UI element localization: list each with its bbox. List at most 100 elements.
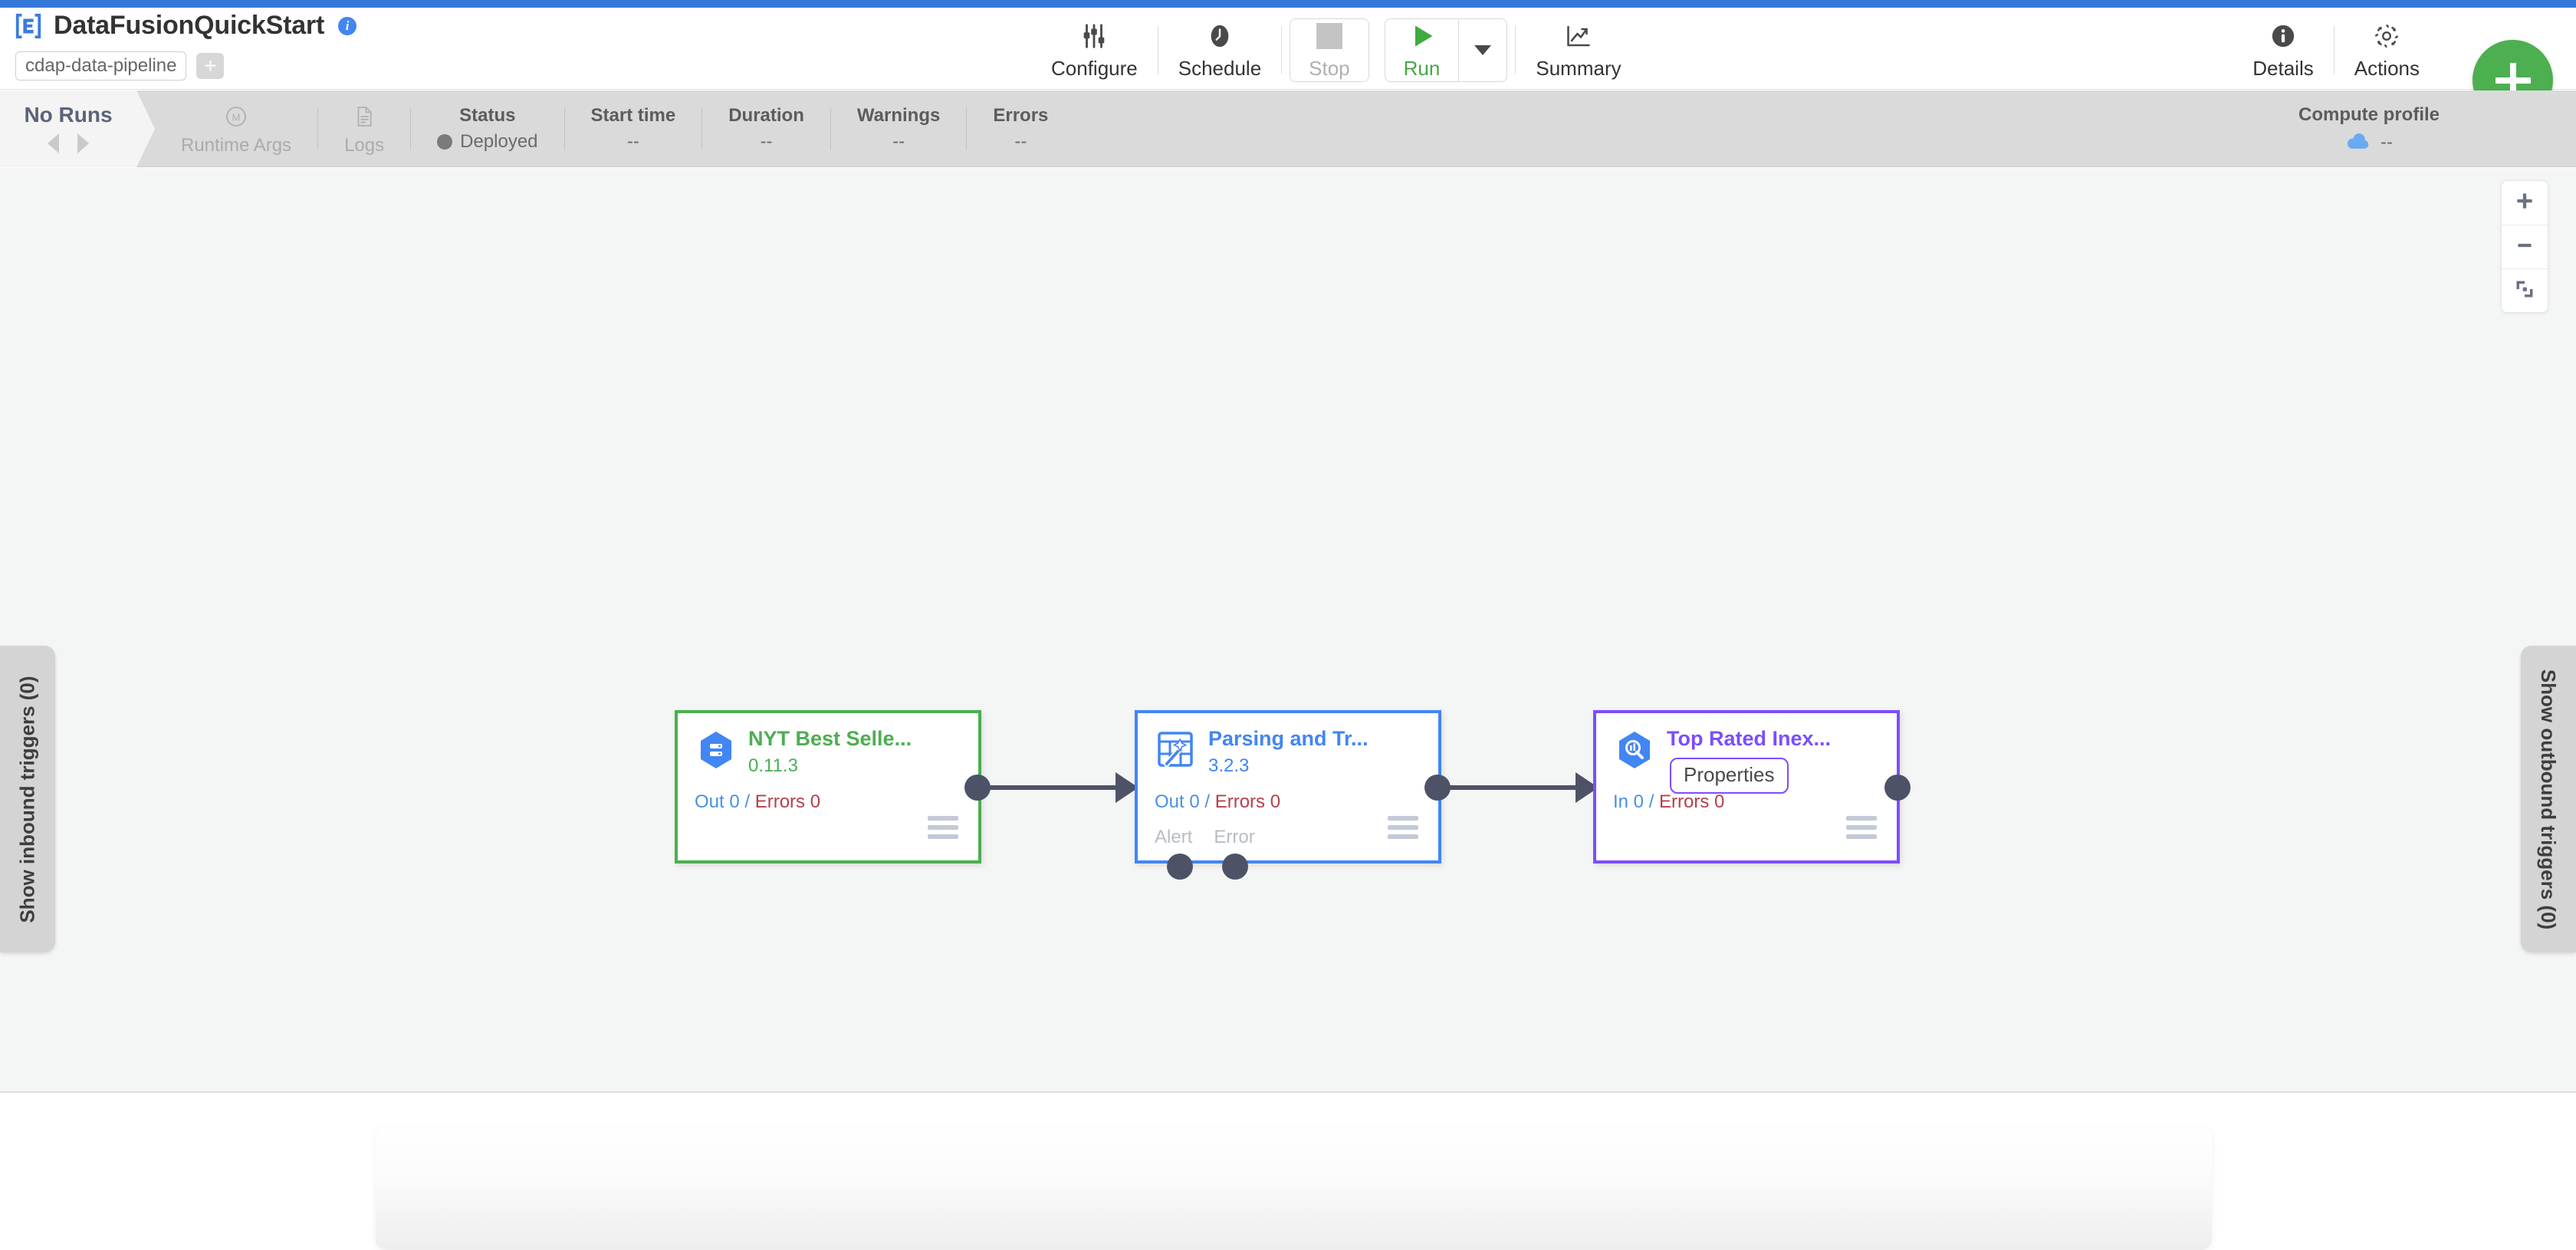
schedule-button[interactable]: Schedule — [1158, 14, 1281, 87]
pipeline-node-source[interactable]: NYT Best Selle... 0.11.3 Out 0 / Errors … — [675, 710, 981, 863]
summary-button[interactable]: Summary — [1516, 14, 1641, 87]
node-in-count: In 0 — [1613, 791, 1644, 812]
configure-label: Configure — [1051, 57, 1138, 80]
artifact-type-chip[interactable]: cdap-data-pipeline — [15, 51, 187, 81]
node-header: NYT Best Selle... 0.11.3 — [678, 713, 978, 777]
details-label: Details — [2252, 57, 2314, 80]
logs-icon — [353, 102, 376, 131]
pipeline-node-sink[interactable]: Top Rated Inex... Properties In 0 / Erro… — [1593, 710, 1900, 863]
hamburger-icon-line — [1388, 816, 1418, 821]
run-button[interactable]: Run — [1385, 19, 1459, 81]
chart-line-icon — [1565, 20, 1592, 52]
stop-label: Stop — [1309, 57, 1350, 80]
status-dot-icon — [437, 134, 453, 150]
logs-label: Logs — [344, 134, 385, 156]
sink-output-port[interactable] — [1884, 775, 1911, 801]
connector-transform-sink — [1445, 785, 1587, 790]
gear-icon — [2373, 20, 2400, 52]
top-accent-bar — [0, 0, 2576, 8]
add-tag-button[interactable]: + — [196, 53, 225, 80]
primary-toolbar: Configure Schedule Stop — [1031, 14, 1641, 87]
run-options-button[interactable] — [1458, 19, 1506, 81]
errors-header: Errors — [993, 105, 1049, 126]
zoom-in-button[interactable] — [2502, 181, 2548, 225]
node-title: NYT Best Selle... — [748, 727, 912, 750]
hamburger-icon-line — [928, 816, 958, 821]
bigquery-sink-icon — [1613, 729, 1656, 771]
node-error-count: Errors 0 — [1659, 791, 1725, 812]
warnings-value: -- — [892, 131, 905, 152]
node-version: 3.2.3 — [1208, 755, 1250, 777]
pipeline-node-transform[interactable]: Parsing and Tr... 3.2.3 Out 0 / Errors 0… — [1135, 710, 1441, 863]
run-label: Run — [1403, 57, 1441, 80]
node-metrics: In 0 / Errors 0 — [1613, 791, 1724, 813]
page-title: DataFusionQuickStart — [54, 11, 325, 40]
details-button[interactable]: Details — [2233, 14, 2333, 87]
node-metrics: Out 0 / Errors 0 — [695, 791, 820, 813]
svg-text:M: M — [232, 111, 240, 123]
transform-output-port[interactable] — [1424, 775, 1451, 801]
info-circle-icon — [2270, 20, 2296, 52]
runtime-args-button[interactable]: M Runtime Args — [155, 90, 317, 167]
node-metric-separator: / — [1644, 791, 1660, 812]
caret-left-icon[interactable] — [48, 133, 59, 153]
node-out-count: Out 0 — [695, 791, 740, 812]
runtime-args-label: Runtime Args — [181, 134, 292, 156]
node-properties-button[interactable]: Properties — [1670, 758, 1789, 794]
errors-stat: Errors -- — [967, 90, 1074, 167]
transform-alert-port[interactable] — [1167, 854, 1193, 880]
node-version: 0.11.3 — [748, 755, 798, 777]
app-header: DataFusionQuickStart i cdap-data-pipelin… — [0, 8, 2576, 120]
wrangler-transform-icon — [1155, 729, 1198, 771]
node-header: Parsing and Tr... 3.2.3 — [1138, 713, 1438, 777]
secondary-toolbar: Details Actions — [2233, 14, 2440, 87]
configure-button[interactable]: Configure — [1031, 14, 1158, 87]
duration-stat: Duration -- — [702, 90, 830, 167]
runbar-divider — [317, 107, 319, 150]
connector-source-transform — [985, 785, 1127, 790]
cloud-icon — [2345, 132, 2371, 154]
node-title: Parsing and Tr... — [1208, 727, 1368, 750]
hamburger-icon-line — [1846, 816, 1877, 821]
status-value: Deployed — [460, 131, 538, 152]
compute-profile-value-row: -- — [2345, 132, 2393, 154]
hamburger-icon-line — [928, 834, 958, 839]
node-menu-button[interactable] — [1388, 816, 1418, 844]
stop-button[interactable]: Stop — [1290, 19, 1368, 81]
node-header: Top Rated Inex... — [1596, 713, 1897, 771]
fit-to-screen-button[interactable] — [2502, 268, 2548, 312]
hamburger-icon-line — [1388, 834, 1418, 839]
node-metrics: Out 0 / Errors 0 — [1155, 791, 1280, 813]
node-menu-button[interactable] — [928, 816, 958, 844]
info-icon[interactable]: i — [338, 16, 357, 35]
runbar-divider — [966, 107, 968, 150]
zoom-out-button[interactable] — [2502, 225, 2548, 268]
actions-label: Actions — [2354, 57, 2420, 80]
pipeline-canvas[interactable]: Show inbound triggers (0) Show outbound … — [0, 168, 2576, 1093]
start-time-value: -- — [626, 131, 639, 152]
alert-port-label: Alert — [1155, 827, 1193, 847]
node-menu-button[interactable] — [1846, 816, 1877, 844]
runbar-divider — [564, 107, 565, 150]
logs-button[interactable]: Logs — [318, 90, 410, 167]
inbound-triggers-tab[interactable]: Show inbound triggers (0) — [0, 646, 55, 952]
bottom-floating-panel — [376, 1127, 2212, 1250]
warnings-stat: Warnings -- — [831, 90, 966, 167]
actions-button[interactable]: Actions — [2334, 14, 2440, 87]
errors-value: -- — [1014, 131, 1027, 152]
status-stat: Status Deployed — [411, 90, 564, 167]
node-out-count: Out 0 — [1155, 791, 1200, 812]
compute-profile-block[interactable]: Compute profile -- — [2298, 90, 2440, 167]
node-meta: Parsing and Tr... 3.2.3 — [1208, 727, 1368, 777]
duration-header: Duration — [728, 105, 804, 126]
hamburger-icon-line — [1388, 825, 1418, 830]
caret-right-icon[interactable] — [77, 133, 89, 153]
outbound-triggers-tab[interactable]: Show outbound triggers (0) — [2521, 646, 2576, 952]
toolbar-divider — [1281, 26, 1283, 74]
run-nav-arrows — [48, 133, 89, 153]
no-runs-block: No Runs — [0, 90, 155, 167]
toolbar-divider — [1515, 26, 1516, 74]
transform-error-port[interactable] — [1222, 854, 1248, 880]
source-output-port[interactable] — [964, 775, 991, 801]
canvas-zoom-controls — [2501, 180, 2548, 313]
